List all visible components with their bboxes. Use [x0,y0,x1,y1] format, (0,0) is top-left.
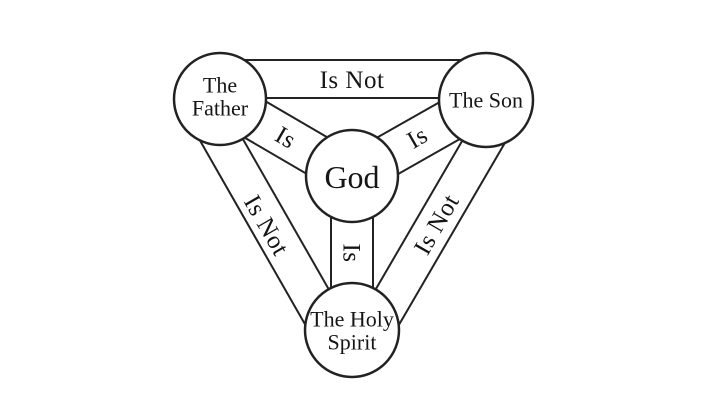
spirit-label-line2: Spirit [328,330,377,355]
edge-label-father-son: Is Not [320,67,385,94]
father-label-line2: Father [192,96,249,121]
father-circle [172,51,268,147]
son-circle [437,51,535,149]
son-label: The Son [449,88,523,113]
edge-label-spirit-god: Is [337,243,364,262]
spirit-circle [303,281,401,379]
band-father-spirit-outer-edge [186,117,320,350]
edge-label-son-god: Is [403,122,433,155]
god-label: God [324,159,379,195]
edge-label-father-god: Is [270,122,300,155]
father-label-line1: The [203,73,237,98]
god-circle [304,128,400,224]
band-son-spirit-outer-edge [383,118,520,350]
edge-label-father-spirit: Is Not [238,191,294,261]
spirit-label-line1: The Holy [310,307,394,332]
